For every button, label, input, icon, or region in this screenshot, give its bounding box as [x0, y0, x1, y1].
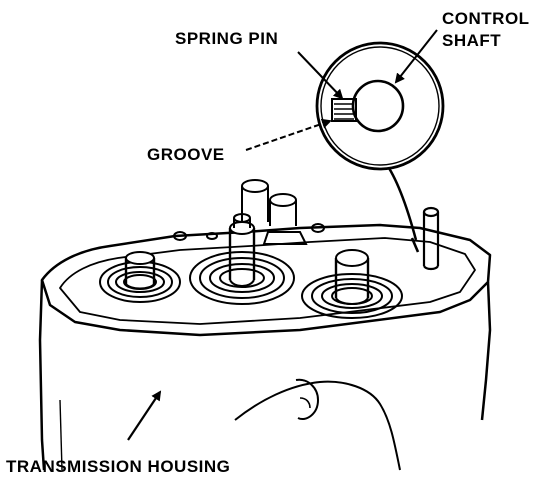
groove-arrow [245, 118, 332, 151]
transmission-housing-label: TRANSMISSION HOUSING [6, 457, 230, 476]
spring-pin-arrow [297, 51, 344, 100]
left-shaft-boss [99, 251, 181, 303]
control-shaft-arrow [394, 29, 438, 84]
groove-label: GROOVE [147, 145, 225, 164]
control-shaft-post [410, 206, 440, 271]
detail-circle [315, 41, 445, 171]
center-shaft-boss [189, 213, 295, 305]
transmission-housing [38, 223, 492, 471]
rear-components [173, 179, 325, 245]
spring-pin-detail [331, 98, 357, 122]
shaft-label: SHAFT [442, 31, 501, 50]
housing-arrow [127, 390, 162, 441]
right-shaft-boss [301, 249, 403, 319]
spring-pin-label: SPRING PIN [175, 29, 278, 48]
control-label: CONTROL [442, 9, 530, 28]
